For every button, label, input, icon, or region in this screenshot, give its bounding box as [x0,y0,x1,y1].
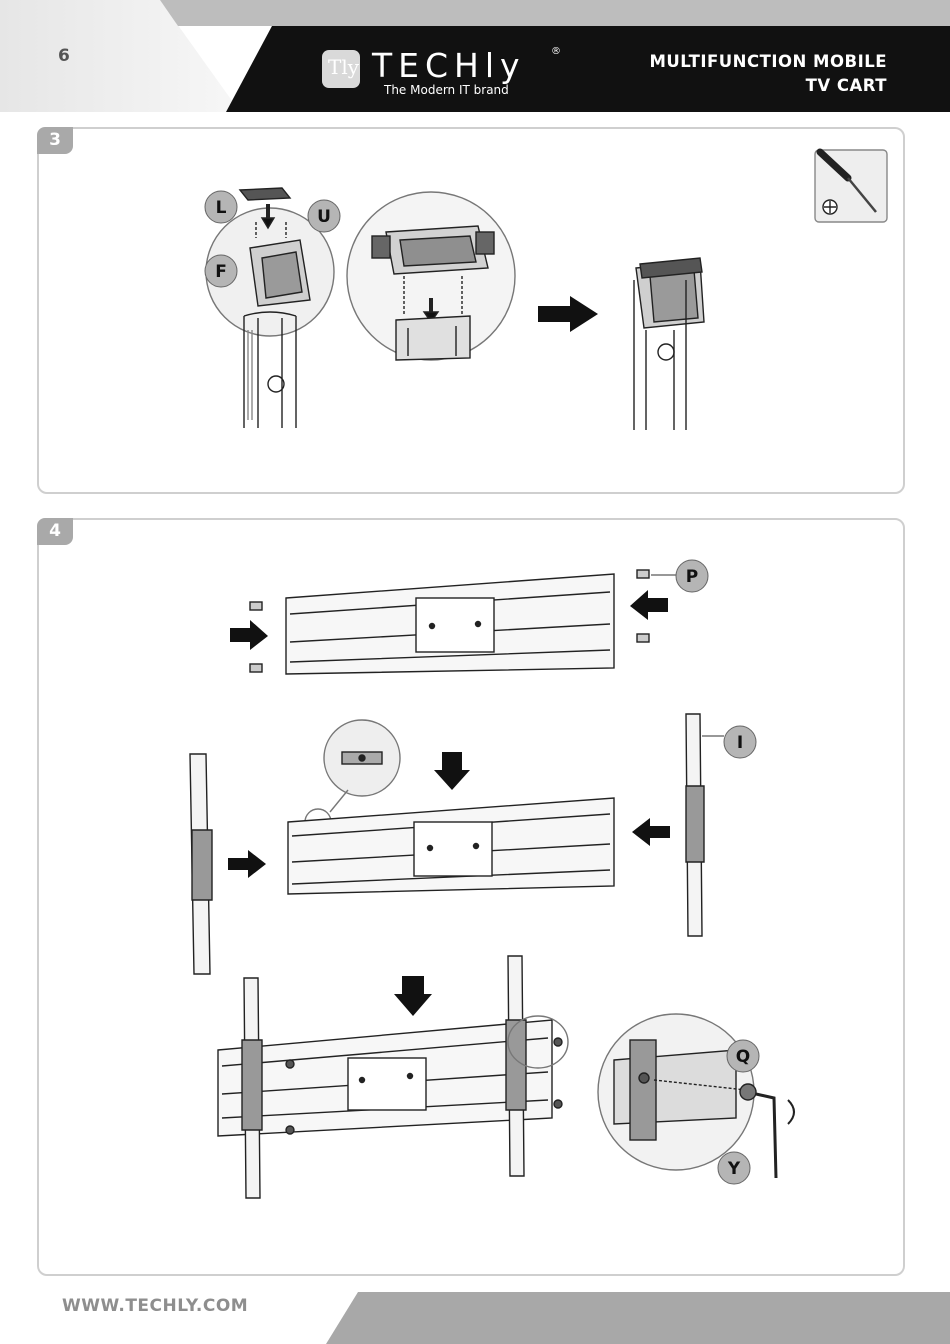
callout-label-y: Y [727,1159,741,1179]
callout-F: F [205,255,237,287]
wall-plate-rail-top [230,570,676,674]
callout-I: I [724,726,756,758]
callout-label-p: P [686,567,698,587]
callout-Y: Y [718,1152,750,1184]
wall-plate-rail-middle [190,714,724,974]
bracket-detail-zoom [347,192,515,360]
pole-bracket-assembled [634,258,704,430]
callout-label-l: L [216,198,227,218]
wall-plate-rail-assembled [218,956,568,1198]
callout-L: L [205,191,237,223]
footer-band [326,1292,950,1344]
callout-P: P [676,560,708,592]
callout-label-q: Q [736,1047,750,1067]
callout-Q: Q [727,1040,759,1072]
callout-U: U [308,200,340,232]
direction-arrow-icon [538,296,598,332]
callout-label-u: U [317,207,331,227]
footer-website-url: WWW.TECHLY.COM [62,1296,248,1316]
callout-label-i: I [737,733,743,753]
callout-label-f: F [215,262,227,282]
phillips-screwdriver-icon [815,150,887,222]
bolt-detail-zoom [598,1014,794,1178]
